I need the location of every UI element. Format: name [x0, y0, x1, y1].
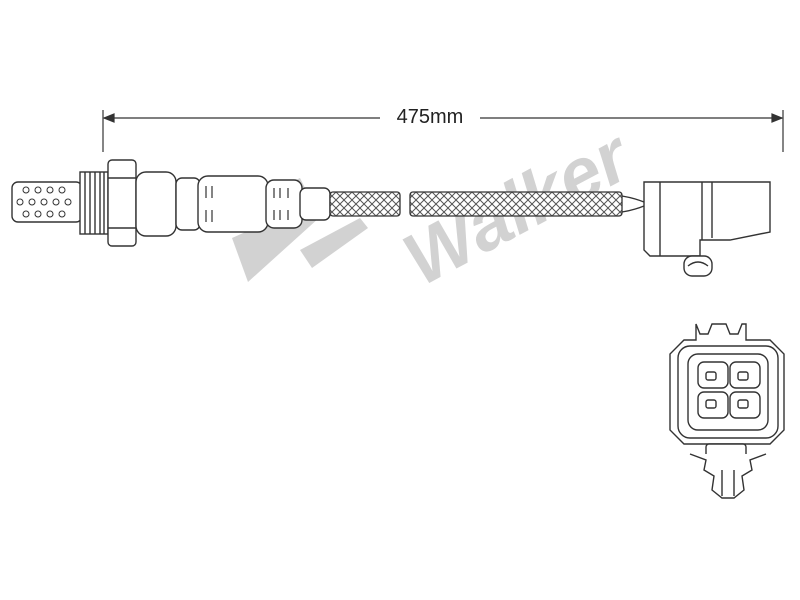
sensor-thread — [79, 171, 109, 235]
sensor-body — [135, 171, 331, 237]
sensor-probe-tip — [11, 181, 83, 223]
connector-face-icon — [669, 323, 785, 499]
length-dimension-label: 475mm — [380, 104, 480, 130]
braided-harness — [329, 191, 645, 217]
sensor-hex-nut — [107, 159, 137, 247]
side-connector — [643, 181, 771, 277]
